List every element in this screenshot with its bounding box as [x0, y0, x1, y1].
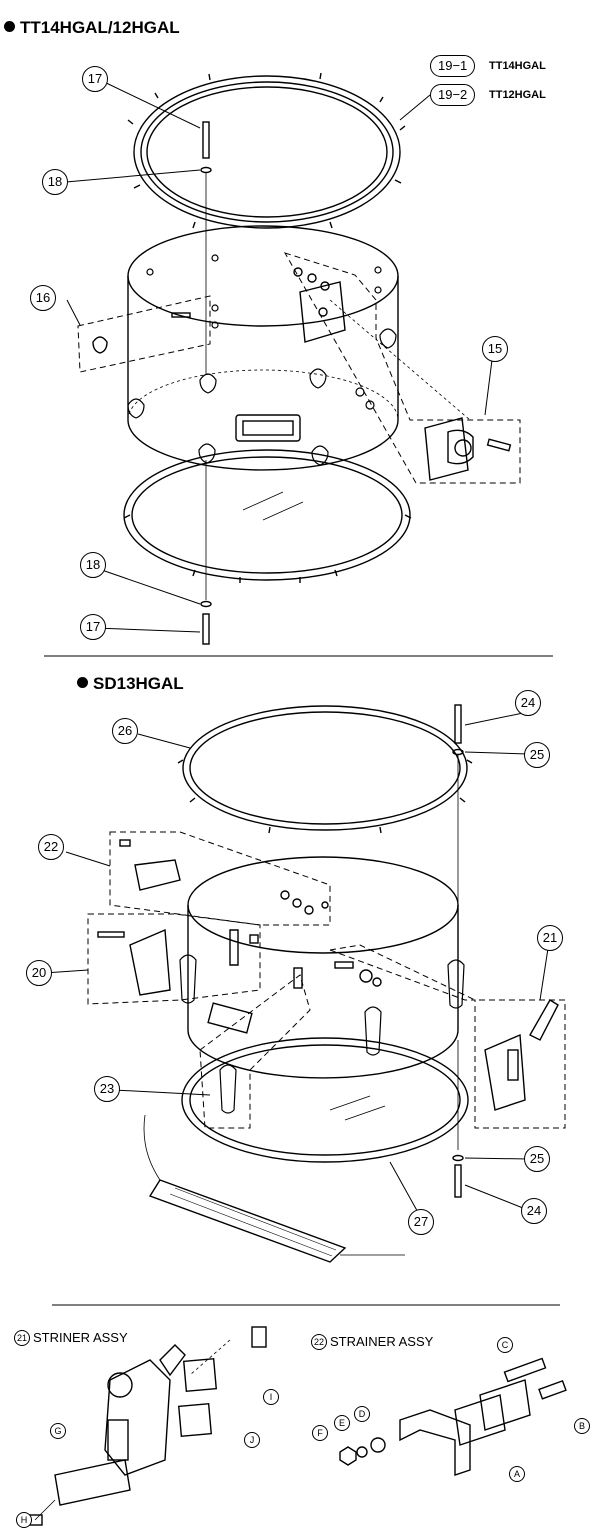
tom-bottom-hoop: [123, 449, 412, 583]
letter-D: D: [354, 1406, 370, 1422]
callout-24-bottom: 24: [521, 1198, 547, 1224]
letter-G: G: [50, 1423, 66, 1439]
bullet-icon: [77, 677, 88, 688]
snare-lugs: [179, 954, 465, 1114]
snare-bottom-hoop: [181, 1037, 469, 1163]
tom-shell: [127, 225, 399, 471]
callout-21: 21: [537, 925, 563, 951]
callout-18-top: 18: [42, 169, 68, 195]
callout-18-bottom: 18: [80, 552, 106, 578]
callout-20: 20: [26, 960, 52, 986]
callout-26: 26: [112, 718, 138, 744]
letter-F: F: [312, 1425, 328, 1441]
bullet-icon: [4, 21, 15, 32]
letter-B: B: [574, 1418, 590, 1434]
letter-C: C: [497, 1337, 513, 1353]
callout-27: 27: [408, 1209, 434, 1235]
legend-model-tt14: TT14HGAL: [489, 60, 546, 72]
letter-E: E: [334, 1415, 350, 1431]
letter-I: I: [263, 1389, 279, 1405]
legend-code-19-2: 19−2: [430, 84, 476, 106]
callout-15: 15: [482, 336, 508, 362]
letter-A: A: [509, 1466, 525, 1482]
tom-tension-rods: [200, 121, 212, 645]
section-heading-tom: TT14HGAL/12HGAL: [4, 18, 180, 38]
callout-16: 16: [30, 285, 56, 311]
strainer-assy-drawing: [339, 1357, 567, 1476]
part-group-22-strainer: [109, 831, 331, 926]
part-group-21-striner: [329, 944, 566, 1129]
callout-17-top: 17: [82, 66, 108, 92]
callout-25-top: 25: [524, 742, 550, 768]
section-heading-snare: SD13HGAL: [77, 674, 184, 694]
callout-17-bottom: 17: [80, 614, 106, 640]
callout-23: 23: [94, 1076, 120, 1102]
part-group-15-bracket: [283, 252, 521, 484]
part-group-20-butt: [87, 913, 261, 1005]
snare-top-hoop: [177, 705, 473, 834]
tom-top-hoop: [127, 72, 406, 229]
part-group-23-lug: [199, 967, 311, 1129]
callout-22: 22: [38, 834, 64, 860]
snare-tension-rods: [452, 704, 464, 1198]
letter-J: J: [244, 1432, 260, 1448]
callout-24-top: 24: [515, 690, 541, 716]
tom-lugs: [127, 254, 397, 466]
letter-H: H: [16, 1512, 32, 1528]
legend-model-tt12: TT12HGAL: [489, 89, 546, 101]
striner-assy-drawing: [27, 1326, 267, 1526]
legend-code-19-1: 19−1: [430, 55, 476, 77]
callout-25-bottom: 25: [524, 1146, 550, 1172]
snare-wires: [143, 1114, 405, 1263]
part-group-16-lug: [77, 295, 211, 373]
leader-lines: [43, 79, 550, 1217]
